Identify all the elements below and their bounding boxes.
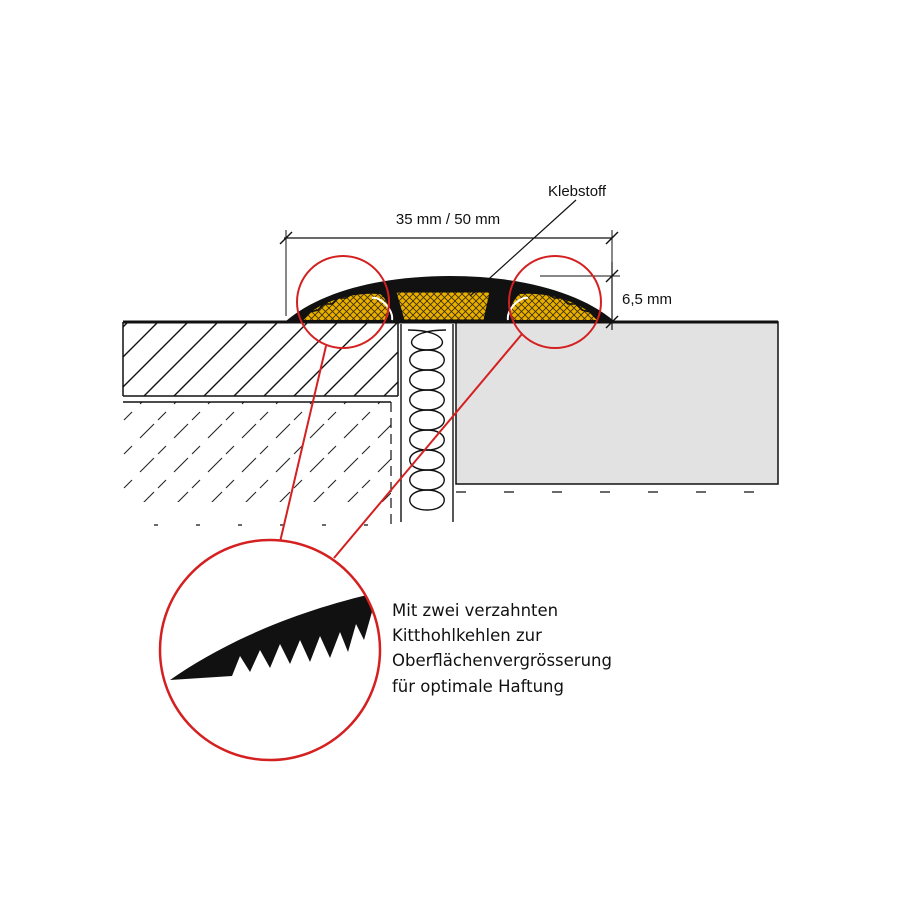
detail-connector-right [333, 333, 523, 559]
height-label: 6,5 mm [622, 291, 672, 308]
detail-circle-right [508, 255, 602, 349]
caption-block: Mit zwei verzahnten Kitthohlkehlen zur O… [392, 601, 612, 696]
caption-line-1: Mit zwei verzahnten [392, 601, 558, 620]
caption-line-4: für optimale Haftung [392, 677, 564, 696]
detail-circle-left [296, 255, 390, 349]
caption-line-3: Oberflächenvergrösserung [392, 651, 612, 670]
tile-layer [455, 321, 779, 493]
parquet-layer [122, 322, 399, 397]
caption-line-2: Kitthohlkehlen zur [392, 626, 542, 645]
transition-profile [286, 276, 614, 321]
adhesive-leader [469, 199, 577, 297]
zoomed-serrated-detail [158, 538, 382, 762]
width-label: 35 mm / 50 mm [396, 211, 500, 228]
height-dimension [540, 262, 620, 330]
insulation-strip [400, 324, 454, 522]
adhesive-label: Klebstoff [548, 183, 607, 200]
screed-layer [123, 401, 392, 530]
width-dimension [279, 230, 619, 316]
detail-connector-left [279, 345, 327, 543]
